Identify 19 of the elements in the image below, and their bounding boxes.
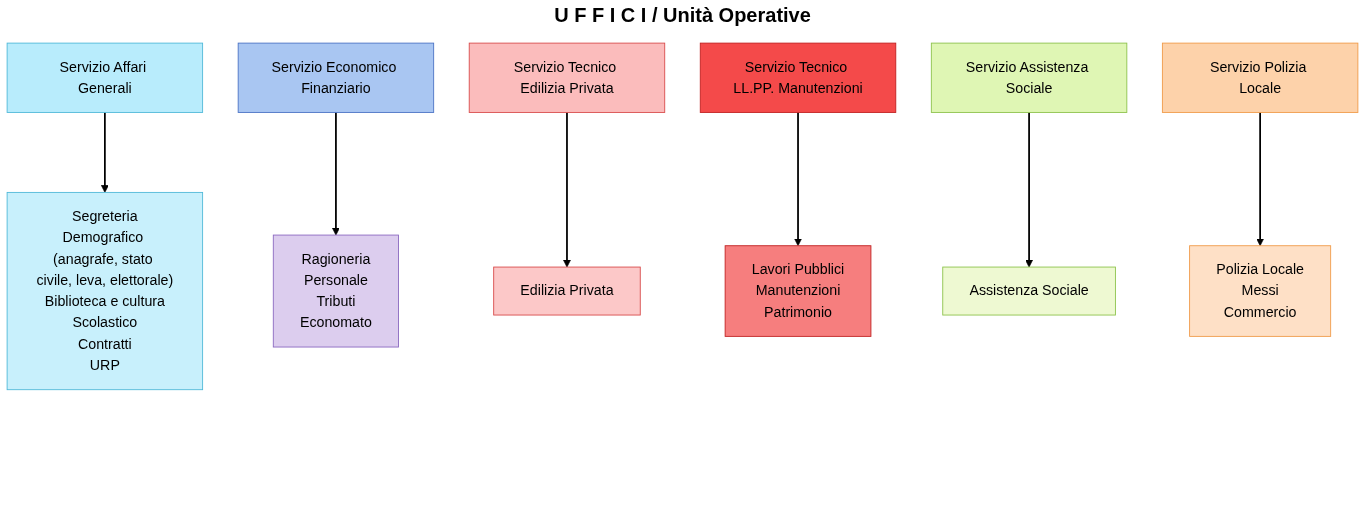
node-box: Segreteria Demografico (anagrafe, stato civile, leva, elettorale) Biblioteca e cultura Scolastico Contratti URP — [6, 191, 204, 391]
arrow — [794, 111, 802, 247]
node-box: Servizio Affari Generali — [6, 42, 204, 113]
arrow — [563, 111, 571, 268]
arrow — [332, 111, 340, 236]
node-box: Assistenza Sociale — [942, 266, 1116, 316]
node-box: Servizio Tecnico Edilizia Privata — [468, 42, 666, 113]
node-box: Servizio Assistenza Sociale — [930, 42, 1128, 113]
node-box: Polizia Locale Messi Commercio — [1189, 245, 1332, 337]
node-box: Edilizia Privata — [493, 266, 641, 316]
diagram-title: U F F I C I / Unità Operative — [554, 4, 811, 27]
node-box: Servizio Tecnico LL.PP. Manutenzioni — [699, 42, 897, 113]
arrow — [100, 111, 109, 193]
node-box: Ragioneria Personale Tributi Economato — [272, 234, 399, 348]
node-box: Lavori Pubblici Manutenzioni Patrimonio — [724, 245, 872, 337]
arrow — [1256, 111, 1265, 247]
node-box: Servizio Economico Finanziario — [237, 42, 435, 113]
node-box: Servizio Polizia Locale — [1161, 42, 1359, 113]
arrow — [1025, 111, 1033, 268]
